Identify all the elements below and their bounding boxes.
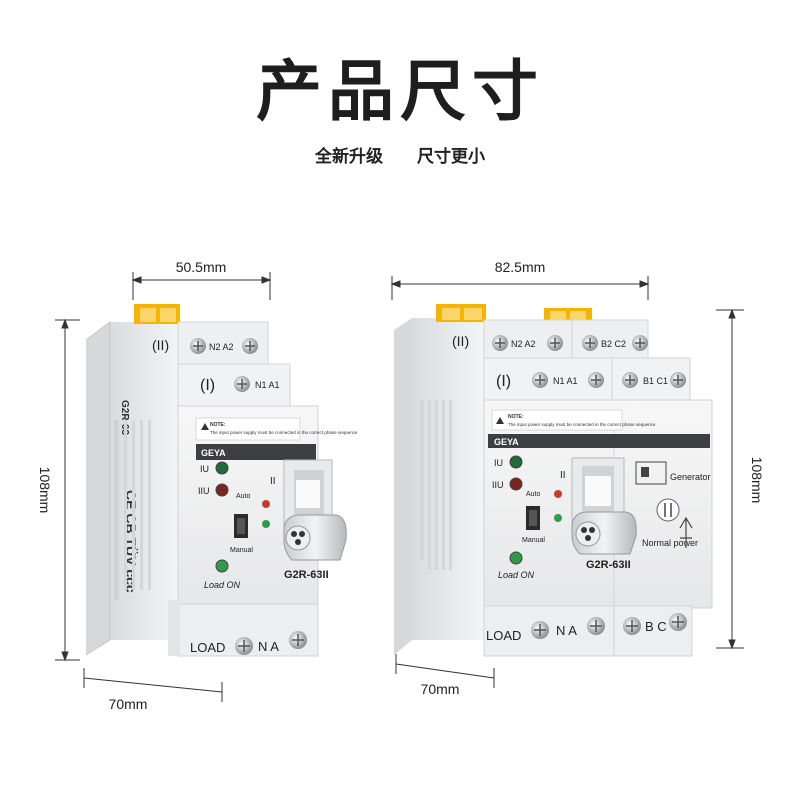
left-width-dimension [131,272,272,300]
right-load-label: LOAD [486,628,521,643]
right-generator-label: Generator [670,472,711,482]
subtitle-right: 尺寸更小 [416,147,485,167]
left-terminal-i-label: N1 A1 [255,380,280,390]
right-load-on-led [509,551,523,565]
right-ind-1-label: IU [494,458,503,468]
left-terminal-bottom-label: N A [258,639,279,654]
left-warning-icon [201,423,209,430]
left-height-label: 108mm [37,467,53,514]
left-green-led [262,520,270,528]
right-terminal-ii-label-2: B2 C2 [601,339,626,349]
right-terminal-bottom-label-2: B C [645,619,667,634]
right-device: 82.5mm 108mm 70mm (II) [390,259,765,697]
generator-icon [635,461,667,485]
left-load-on-led [215,559,229,573]
right-terminal-i-label-2: B1 C1 [643,376,668,386]
left-note-title: NOTE: [210,422,226,428]
right-normal-power-label: Normal power [642,538,698,548]
right-height-label: 108mm [749,457,765,504]
left-model-label: G2R-63II [284,569,329,581]
left-indicator-iu [215,461,229,475]
left-device: 50.5mm 108mm 70mm G2R-63 CE CB TÜV ccc [37,259,358,712]
right-note-box [491,409,623,431]
transfer-arrows-icon [656,498,680,522]
left-side-text-block [114,420,119,600]
right-indicator-iu [509,455,523,469]
left-load-label: LOAD [190,640,225,655]
page-subtitle: 全新升级 尺寸更小 [0,142,800,167]
right-terminal-bottom-label: N A [556,623,577,638]
right-roman-i: (I) [496,373,511,390]
right-side-text-block [420,400,424,560]
left-load-on-label: Load ON [204,580,241,590]
right-tier-ii [483,319,649,361]
left-switch-roman: II [270,476,276,487]
left-body-side-back [86,322,110,655]
left-note-text: The input power supply must be connected… [210,430,358,435]
right-note-text: The input power supply must be connected… [508,422,656,427]
right-red-led [554,490,562,498]
left-tier-i [177,363,291,409]
right-auto-label: Auto [526,491,541,498]
left-brand-strip [196,444,316,460]
left-roman-i: (I) [200,377,215,394]
right-warning-icon [496,417,504,424]
left-body-side [110,322,178,640]
right-model-label: G2R-63II [586,559,631,571]
right-width-label: 82.5mm [495,259,546,275]
right-load-on-label: Load ON [498,570,535,580]
subtitle-left: 全新升级 [315,147,384,167]
right-brand: GEYA [494,437,519,447]
page-title: 产品尺寸 [256,53,544,130]
right-switch-roman: II [560,470,566,481]
right-green-led [554,514,562,522]
right-brand-strip [488,434,710,448]
right-height-dimension [716,308,744,650]
left-ind-1-label: IU [200,464,209,474]
right-depth-dimension [395,654,495,688]
right-note-title: NOTE: [508,414,524,420]
left-red-led [262,500,270,508]
right-roman-ii: (II) [452,333,469,349]
left-indicator-iiu [215,483,229,497]
right-manual-label: Manual [522,537,545,544]
left-depth-label: 70mm [109,696,148,712]
left-ind-2-label: IIU [198,486,210,496]
power-tower-icon [679,516,693,548]
right-depth-label: 70mm [421,681,460,697]
right-ind-2-label: IIU [492,480,504,490]
right-body-side-back [394,318,412,655]
left-manual-label: Manual [230,547,253,554]
right-indicator-iiu [509,477,523,491]
left-auto-label: Auto [236,493,251,500]
left-brand: GEYA [201,448,226,458]
right-width-dimension [390,276,650,300]
left-roman-ii: (II) [152,337,169,353]
left-note-box [195,417,301,441]
right-terminal-i-label: N1 A1 [553,376,578,386]
right-terminal-ii-label: N2 A2 [511,339,536,349]
left-side-model: G2R-63 [119,400,130,435]
left-depth-dimension [83,668,223,702]
left-height-dimension [55,318,80,662]
right-bottom-tier [483,605,693,657]
left-width-label: 50.5mm [176,259,227,275]
left-terminal-ii-label: N2 A2 [209,342,234,352]
